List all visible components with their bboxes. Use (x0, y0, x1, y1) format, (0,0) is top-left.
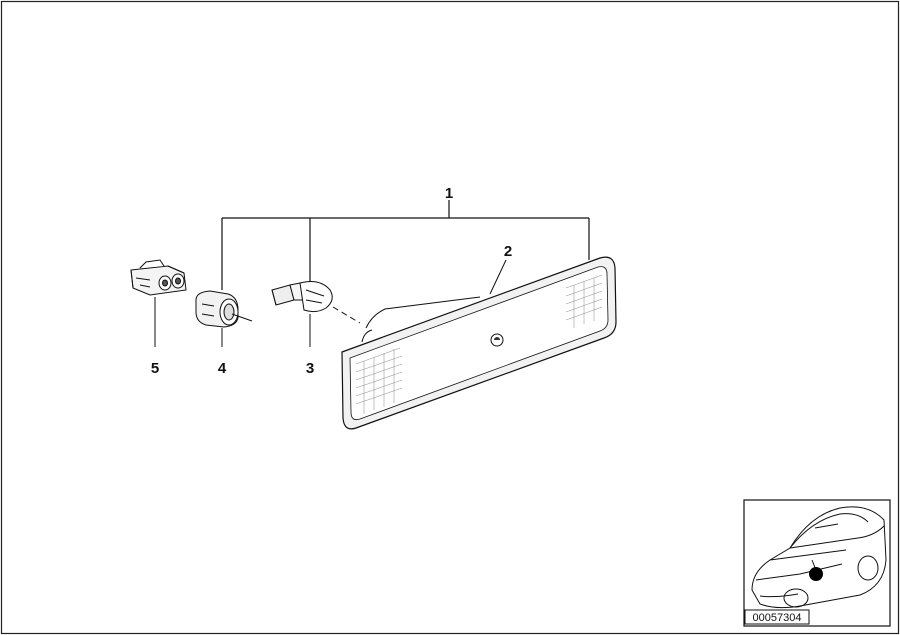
bulb[interactable] (271, 281, 333, 313)
bulb-socket[interactable] (195, 290, 253, 328)
reference-number: 00057304 (753, 612, 802, 624)
assembly-bracket (221, 200, 590, 292)
callout-5: 5 (151, 360, 159, 377)
connector-plug[interactable] (130, 259, 187, 296)
car-location-icon (743, 499, 891, 627)
reference-box (744, 609, 810, 625)
callout-1: 1 (445, 185, 453, 202)
side-marker-lens[interactable] (341, 256, 617, 430)
leader-line-2 (489, 259, 507, 295)
callout-4: 4 (218, 360, 227, 377)
callout-3: 3 (306, 360, 314, 377)
insert-axis (332, 306, 361, 324)
callout-2: 2 (504, 243, 512, 260)
